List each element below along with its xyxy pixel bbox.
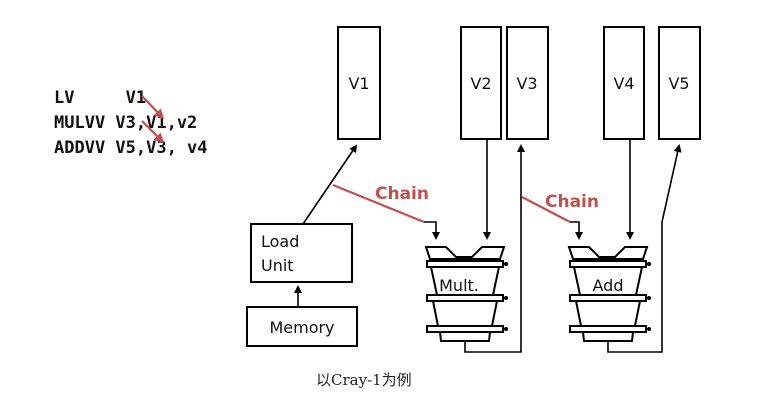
register-v2 — [460, 26, 502, 140]
register-v1 — [337, 26, 381, 140]
chain-label-1: Chain — [375, 184, 429, 204]
code-line-mulvv: MULVV V3,V1,v2 — [54, 113, 197, 133]
add-pipeline — [567, 246, 651, 342]
load-unit-label-1: Load — [261, 232, 299, 251]
mult-label: Mult. — [439, 276, 479, 295]
add-label: Add — [593, 276, 624, 295]
mult-pipeline — [424, 246, 508, 342]
chain-arrow-2 — [521, 196, 571, 223]
register-v5-label: V5 — [668, 74, 689, 93]
memory-label: Memory — [269, 318, 334, 337]
chain-arrow-1 — [332, 183, 425, 224]
code-chain-arrow-1 — [141, 95, 165, 120]
register-v1-label: V1 — [348, 74, 369, 93]
chain-label-2: Chain — [545, 192, 599, 212]
register-v5 — [658, 26, 701, 140]
register-v3-label: V3 — [516, 74, 537, 93]
load-to-v1-arrow — [302, 144, 358, 225]
memory-box — [246, 306, 358, 347]
code-chain-arrow-2 — [141, 120, 165, 144]
mult-to-v3-arrow — [464, 144, 525, 353]
code-line-addvv: ADDVV V5,V3, v4 — [54, 138, 208, 158]
register-v4-label: V4 — [613, 74, 634, 93]
register-v3 — [506, 26, 549, 140]
register-v4 — [603, 26, 645, 140]
load-unit-label-2: Unit — [261, 256, 294, 275]
chain-to-mult-input — [424, 221, 440, 240]
register-v2-label: V2 — [470, 74, 491, 93]
caption: 以Cray-1为例 — [316, 371, 412, 389]
chain-to-add-input — [570, 221, 583, 240]
add-to-v5-arrow — [607, 144, 682, 353]
load-unit-box — [250, 223, 353, 283]
code-line-lv: LV V1 — [54, 88, 146, 108]
